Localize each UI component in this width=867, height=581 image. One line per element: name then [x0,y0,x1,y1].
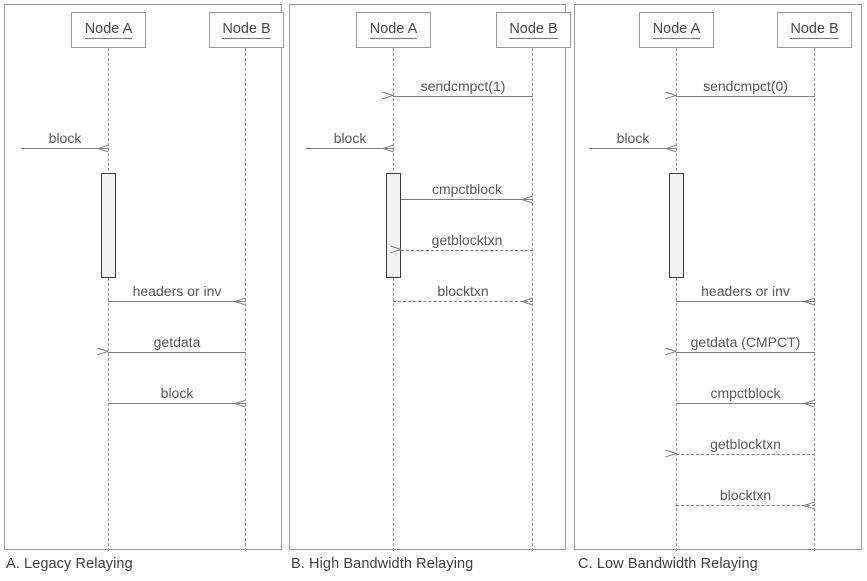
message-label: sendcmpct(0) [703,78,788,94]
actor-box-node-b: Node B [777,12,852,48]
message-line [393,301,533,302]
message-label: block [616,130,650,146]
lifeline-node-b [532,48,533,551]
message-line [108,352,246,353]
activation-bar-node-a [669,173,684,278]
lifeline-node-b [245,48,246,551]
message-label: block [160,385,194,401]
activation-bar-node-a [101,173,116,278]
message-line [676,301,815,302]
message-line [401,250,533,251]
message-label: cmpctblock [710,385,781,401]
message-line [589,148,677,149]
activation-bar-node-a [386,173,401,278]
message-label: block [48,130,82,146]
message-label: getblocktxn [710,436,781,452]
panel-legacy-relaying: Node A Node B block headers or inv [4,4,284,551]
lifeline-node-a [393,48,394,551]
message-line [108,403,246,404]
lifeline-node-a [108,48,109,551]
panel-c-canvas: Node A Node B sendcmpct(0) block [575,5,861,551]
actor-box-node-a: Node A [356,12,431,48]
actor-label-node-a: Node A [652,21,701,39]
message-label: getdata (CMPCT) [690,334,801,350]
message-line [676,454,815,455]
lifeline-node-a [676,48,677,551]
actor-box-node-b: Node B [496,12,571,48]
message-line [676,505,815,506]
message-line [676,96,815,97]
actor-label-node-b: Node B [222,21,271,39]
panel-low-bandwidth-relaying: Node A Node B sendcmpct(0) block [574,4,862,551]
caption-panel-c: C. Low Bandwidth Relaying [578,556,758,572]
actor-box-node-a: Node A [639,12,714,48]
message-label: sendcmpct(1) [420,78,506,94]
message-line [306,148,394,149]
actor-label-node-a: Node A [84,21,133,39]
actor-box-node-a: Node A [71,12,146,48]
actor-label-node-b: Node B [509,21,558,39]
message-label: cmpctblock [431,181,503,197]
message-label: blocktxn [437,283,489,299]
message-line [401,199,533,200]
caption-panel-a: A. Legacy Relaying [6,556,133,572]
caption-panel-b: B. High Bandwidth Relaying [291,556,474,572]
message-label: getdata [153,334,201,350]
message-line [676,403,815,404]
message-label: headers or inv [701,283,790,299]
message-label: getblocktxn [431,232,503,248]
lifeline-node-b [814,48,815,551]
message-label: blocktxn [719,487,772,503]
actor-label-node-b: Node B [790,21,839,39]
message-line [676,352,815,353]
actor-label-node-a: Node A [369,21,418,39]
message-line [108,301,246,302]
message-label: block [333,130,367,146]
actor-box-node-b: Node B [209,12,284,48]
panel-a-canvas: Node A Node B block headers or inv [5,5,284,551]
panel-high-bandwidth-relaying: Node A Node B sendcmpct(1) block [289,4,571,551]
panel-b-canvas: Node A Node B sendcmpct(1) block [290,5,571,551]
message-label: headers or inv [132,283,222,299]
message-line [393,96,533,97]
message-line [21,148,109,149]
